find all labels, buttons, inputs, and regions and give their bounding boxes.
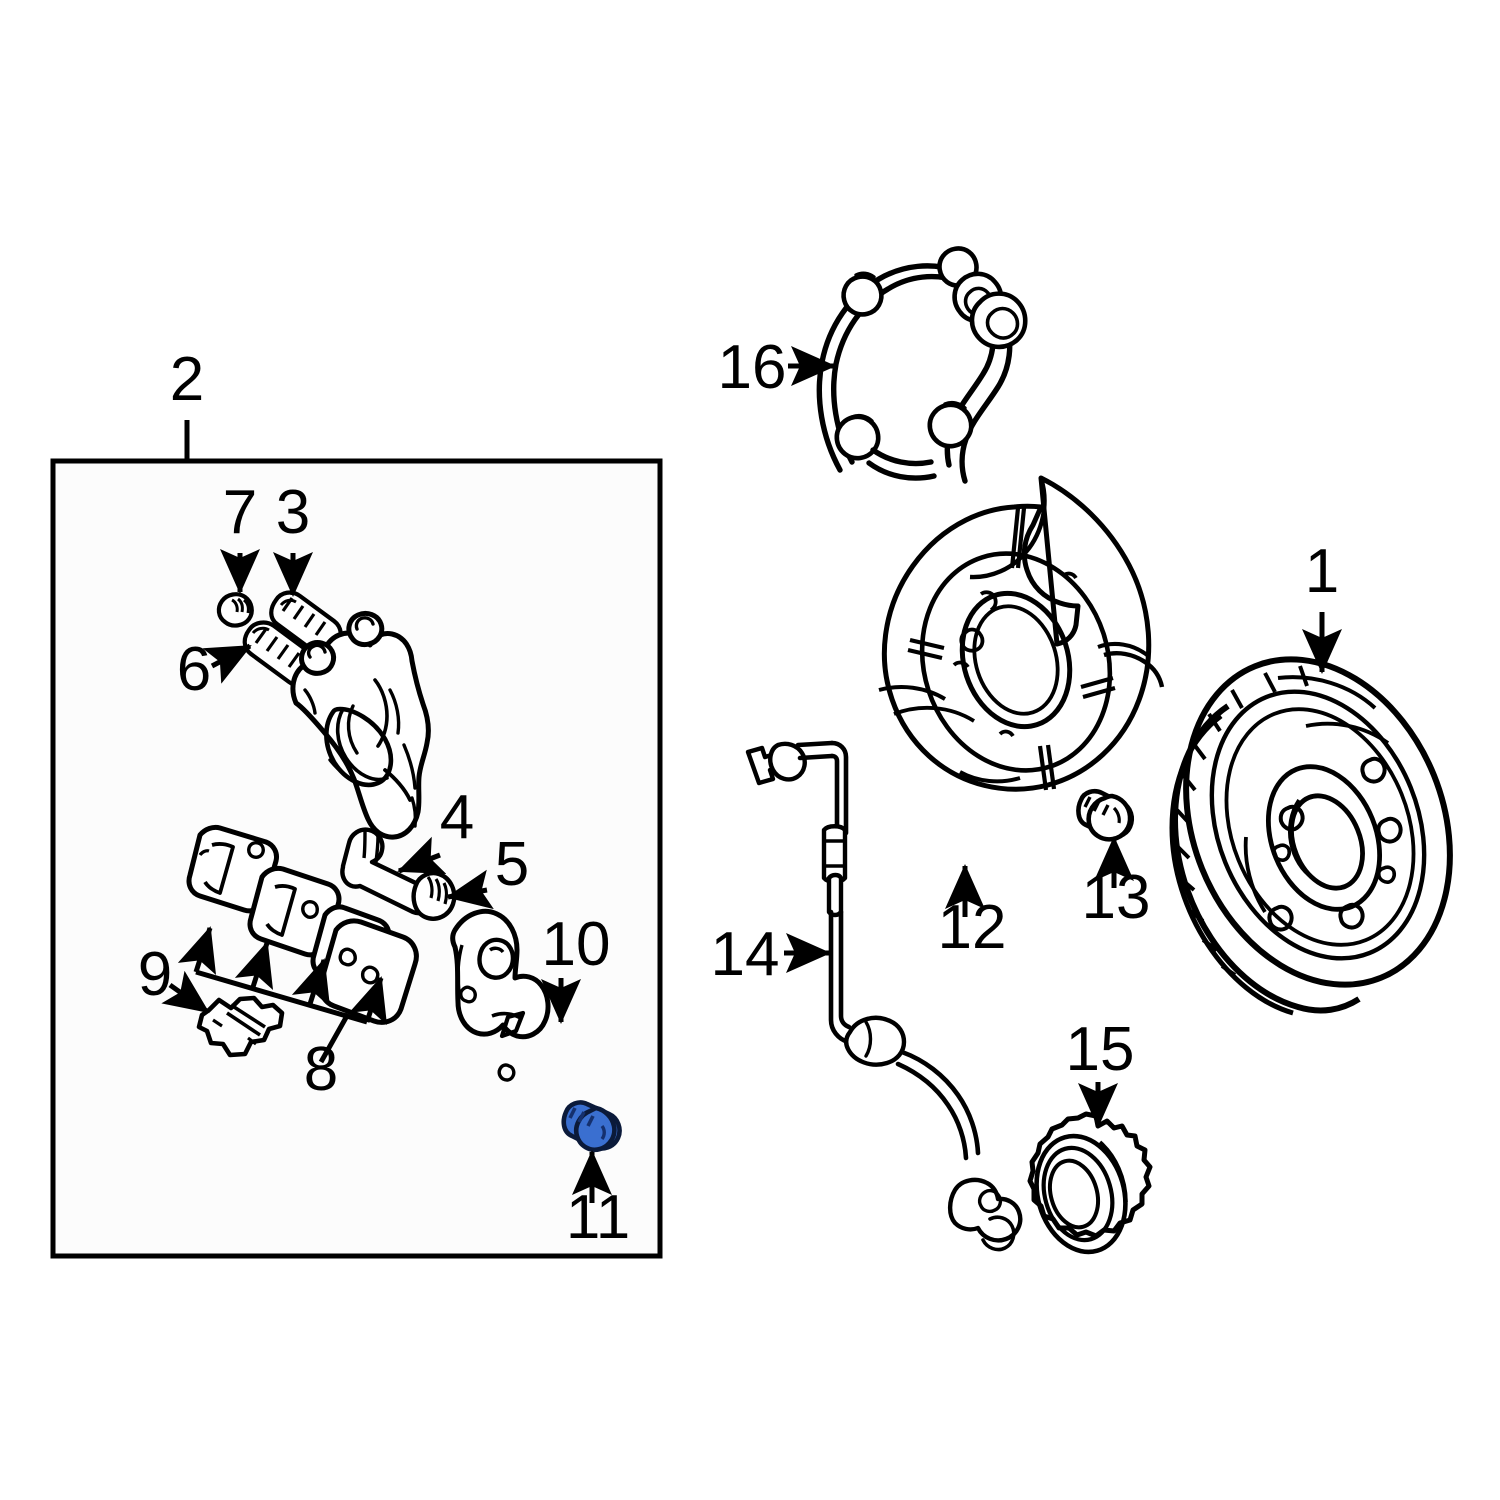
- callout-label-3: 3: [276, 478, 310, 547]
- callout-label-16: 16: [718, 333, 787, 402]
- callout-label-13: 13: [1082, 863, 1151, 932]
- brake-pad-set: [186, 824, 419, 1025]
- splash-shield-bolt: [1076, 788, 1135, 842]
- callout-label-5: 5: [495, 830, 529, 899]
- leader-8: [177, 926, 388, 1064]
- callout-label-14: 14: [711, 920, 780, 989]
- callout-label-1: 1: [1305, 537, 1339, 606]
- callout-label-7: 7: [223, 478, 257, 547]
- callout-label-2: 2: [170, 345, 204, 414]
- callout-label-11: 11: [566, 1183, 630, 1252]
- abs-wheel-speed-sensor: [745, 740, 1023, 1252]
- brake-caliper-body: [290, 610, 431, 840]
- callout-label-8: 8: [304, 1035, 338, 1104]
- brake-hydraulic-hose: [816, 246, 1028, 484]
- callout-label-4: 4: [440, 783, 474, 852]
- leader-9: [161, 970, 210, 1015]
- abs-tone-reluctor-ring: [1027, 1111, 1153, 1255]
- callout-label-12: 12: [938, 893, 1007, 962]
- brake-backing-splash-shield: [878, 475, 1165, 792]
- bracket-mounting-bolt: [561, 1100, 622, 1153]
- callout-label-10: 10: [542, 910, 611, 979]
- callout-label-6: 6: [177, 635, 211, 704]
- caliper-mounting-bracket: [450, 908, 551, 1082]
- brake-rotor-disc: [1169, 656, 1453, 1016]
- bleeder-screw-cap: [216, 592, 254, 628]
- callout-label-15: 15: [1066, 1015, 1135, 1084]
- leader-6: [202, 643, 252, 684]
- pad-retainer-clip: [196, 995, 285, 1058]
- callout-label-9: 9: [138, 940, 172, 1009]
- leader-5: [446, 869, 494, 910]
- leader-4: [397, 836, 447, 874]
